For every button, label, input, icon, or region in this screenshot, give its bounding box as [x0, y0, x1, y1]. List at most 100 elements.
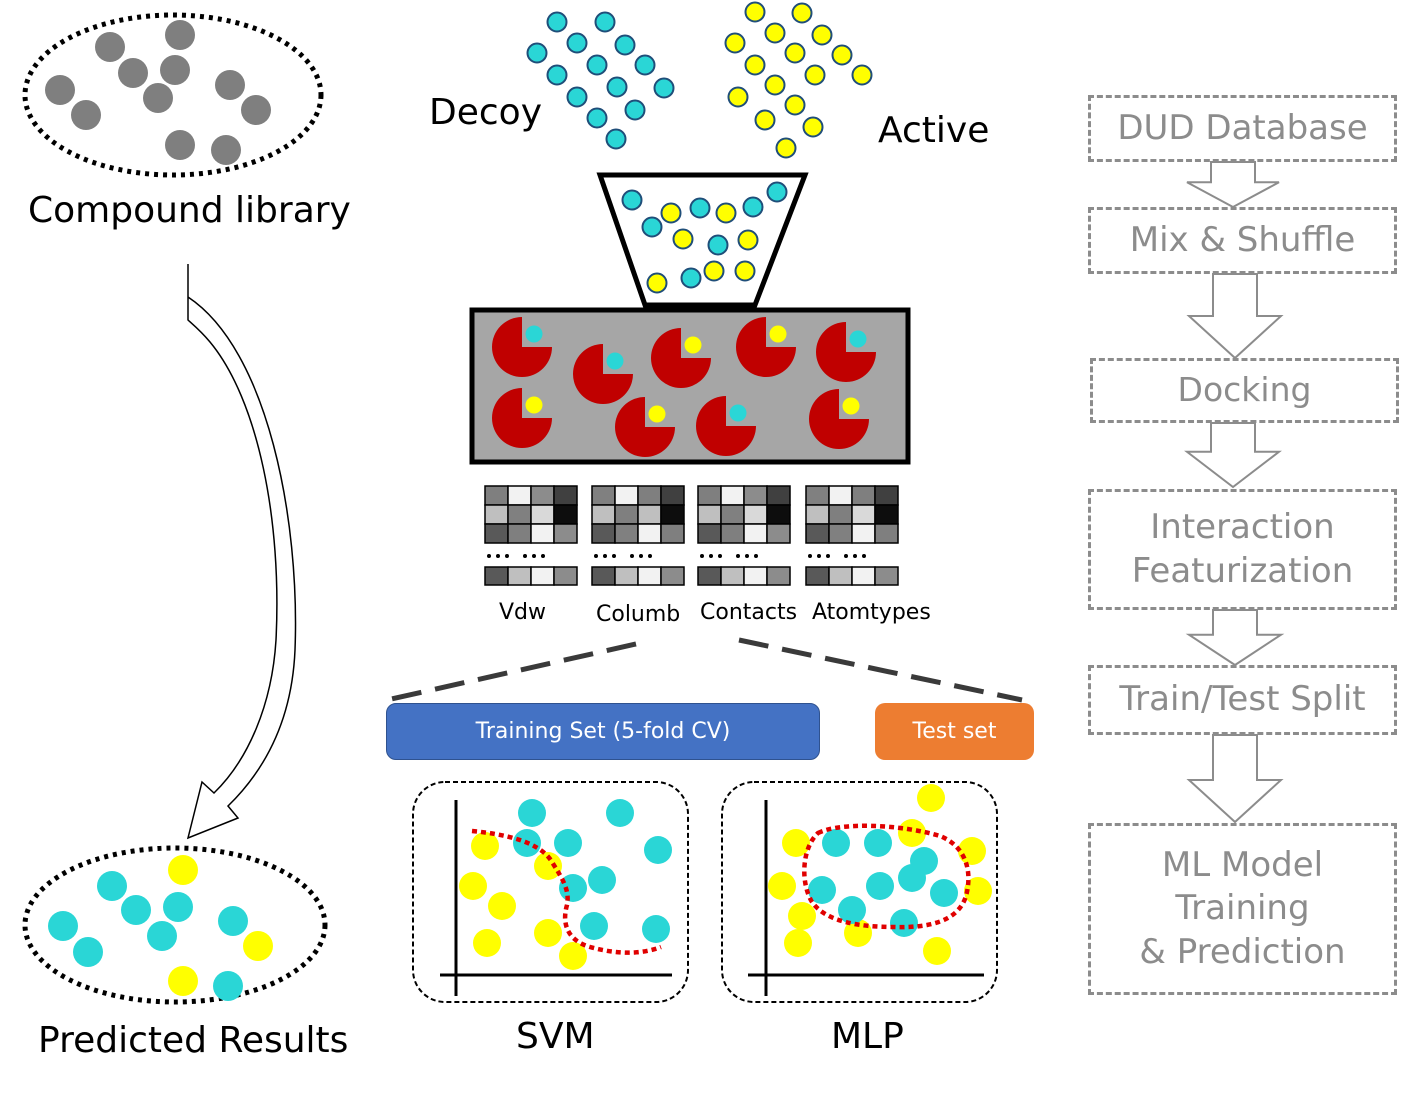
matrix-cell: [851, 523, 876, 544]
receptor-pocket: [809, 389, 869, 449]
predicted-results-boundary: [22, 845, 328, 1005]
matrix-cell: [553, 485, 578, 506]
feature-label-columb: Columb: [596, 602, 681, 627]
matrix-cell: [743, 504, 768, 525]
library-compound: [160, 55, 190, 85]
ellipsis-dot: [853, 554, 857, 558]
ellipsis-dot: [808, 554, 812, 558]
docked-complexes: [492, 317, 876, 457]
ellipsis-dot: [718, 554, 722, 558]
flow-down-arrow: [1185, 609, 1285, 667]
matrix-cell: [660, 566, 685, 586]
active-compound: [724, 32, 746, 54]
test-set-label: Test set: [912, 719, 997, 744]
decoy-compound: [546, 11, 568, 33]
feature-label-vdw: Vdw: [499, 600, 547, 625]
svm-active: [473, 929, 501, 957]
ellipsis-dot: [826, 554, 830, 558]
mixed-decoy: [766, 181, 788, 203]
predicted-decoy: [147, 921, 177, 951]
feature-label-atomtypes: Atomtypes: [812, 600, 931, 625]
predicted-active: [168, 855, 198, 885]
decoy-compound: [566, 32, 588, 54]
training-set-bar: Training Set (5-fold CV): [386, 703, 820, 760]
matrix-cell: [507, 523, 532, 544]
decoy-compound: [586, 107, 608, 129]
mlp-active: [923, 937, 951, 965]
matrix-cell: [484, 485, 509, 506]
svm-decoy: [580, 912, 608, 940]
matrix-cell: [766, 485, 791, 506]
predicted-decoy: [218, 906, 248, 936]
feature-label-contacts: Contacts: [700, 600, 798, 625]
svm-active: [534, 852, 562, 880]
split-line-left: [386, 641, 637, 703]
decoy-compound: [526, 42, 548, 64]
active-compound: [744, 54, 766, 76]
ellipsis-dot: [817, 554, 821, 558]
ellipsis-dot: [505, 554, 509, 558]
receptor-pocket: [816, 322, 876, 382]
matrix-cell: [614, 566, 639, 586]
receptor-pocket: [492, 317, 552, 377]
decoy-compound: [653, 77, 675, 99]
predicted-compounds: [48, 855, 273, 1001]
matrix-cell: [720, 485, 745, 506]
active-compound: [851, 64, 873, 86]
predicted-decoy: [48, 911, 78, 941]
flow-step-ml-model: ML Model Training & Prediction: [1088, 823, 1397, 995]
matrix-cell: [805, 566, 830, 586]
matrix-cell: [697, 566, 722, 586]
ellipsis-dot: [541, 554, 545, 558]
library-compound: [165, 20, 195, 50]
ellipsis-dot: [603, 554, 607, 558]
mlp-decoy: [866, 872, 894, 900]
matrix-cell: [660, 485, 685, 506]
docked-active: [648, 405, 666, 423]
library-compounds: [45, 20, 271, 165]
mixed-decoy: [621, 189, 643, 211]
matrix-cell: [507, 504, 532, 525]
matrix-cell: [720, 504, 745, 525]
predicted-active: [243, 931, 273, 961]
predicted-results-group: [22, 845, 328, 1005]
mlp-active: [958, 837, 986, 865]
mlp-decoy: [930, 879, 958, 907]
library-compound: [211, 135, 241, 165]
matrix-cell: [553, 523, 578, 544]
flow-down-arrow: [1184, 422, 1282, 489]
active-compound: [802, 116, 824, 138]
flow-step-interaction-featurization: Interaction Featurization: [1088, 489, 1397, 610]
svm-active: [534, 919, 562, 947]
matrix-cell: [766, 504, 791, 525]
mixed-active: [715, 202, 737, 224]
mixed-decoy: [707, 234, 729, 256]
decoy-compound: [566, 86, 588, 108]
matrix-cell: [484, 504, 509, 525]
svm-decoy: [559, 874, 587, 902]
active-compound: [791, 2, 813, 24]
ellipsis-dot: [487, 554, 491, 558]
mixed-active: [734, 260, 756, 282]
mlp-label: MLP: [831, 1016, 904, 1057]
matrix-cell: [697, 504, 722, 525]
docked-decoy: [849, 330, 867, 348]
active-compound: [754, 109, 776, 131]
matrix-cell: [637, 504, 662, 525]
ellipsis-dot: [612, 554, 616, 558]
active-compounds: [724, 1, 873, 159]
matrix-cell: [697, 523, 722, 544]
active-compound: [784, 42, 806, 64]
mixed-active: [646, 272, 668, 294]
matrix-cell: [591, 504, 616, 525]
decoy-compound: [624, 99, 646, 121]
receptor-pocket: [696, 396, 756, 456]
matrix-cell: [828, 485, 853, 506]
matrix-cell: [743, 523, 768, 544]
flow-down-arrow: [1186, 273, 1284, 360]
matrix-cell: [828, 504, 853, 525]
matrix-cell: [874, 504, 899, 525]
svm-active: [459, 872, 487, 900]
flow-step-dud-database: DUD Database: [1088, 95, 1397, 162]
ellipsis-dot: [648, 554, 652, 558]
